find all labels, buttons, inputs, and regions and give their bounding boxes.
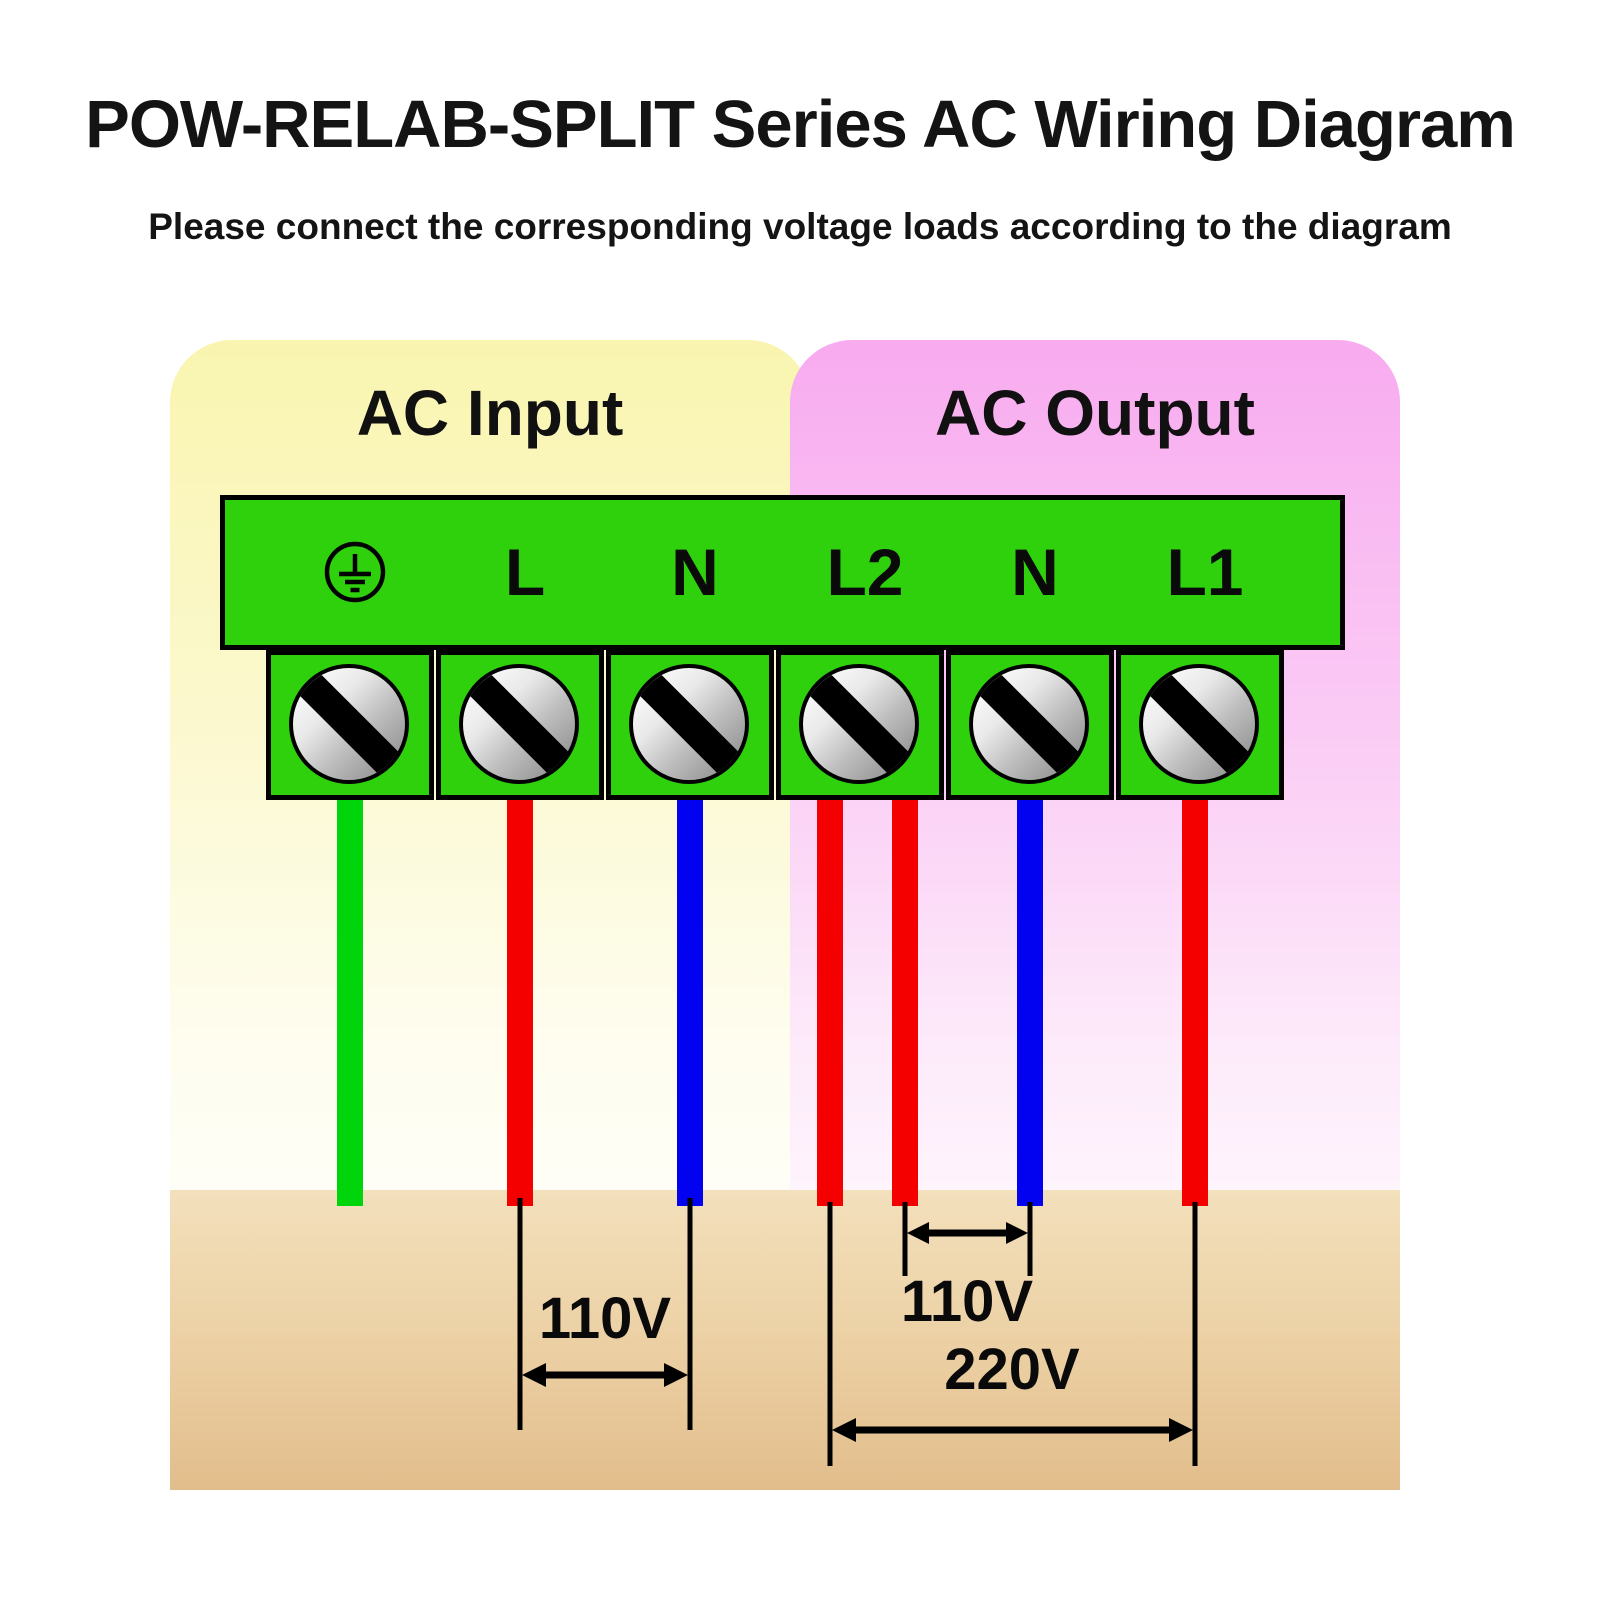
terminal-block: L N L2 N L1: [220, 495, 1345, 650]
screw-head-icon: [969, 664, 1089, 784]
screw-slot: [803, 668, 915, 780]
ac-output-label: AC Output: [935, 377, 1255, 449]
screw-head-icon: [459, 664, 579, 784]
wire-n-output: [1017, 800, 1043, 1206]
screw-slot: [463, 668, 575, 780]
terminal-screw: [946, 650, 1114, 800]
terminal-label-n-output: N: [1011, 535, 1059, 609]
screw-head-icon: [1139, 664, 1259, 784]
screw-slot: [1143, 668, 1255, 780]
screw-head-icon: [799, 664, 919, 784]
screw-slot: [633, 668, 745, 780]
terminal-label-n-input: N: [671, 535, 719, 609]
earth-ground-icon: [321, 538, 389, 606]
terminal-screw: [1116, 650, 1284, 800]
wire-ground: [337, 800, 363, 1206]
wire-l2-a: [817, 800, 843, 1206]
screw-slot: [293, 668, 405, 780]
terminal-label-l1: L1: [1166, 535, 1244, 609]
wire-n-input: [677, 800, 703, 1206]
wiring-diagram: AC Input AC Output L N L2 N L1: [170, 340, 1400, 1490]
screw-head-icon: [289, 664, 409, 784]
wire-l1: [1182, 800, 1208, 1206]
label-110v-output: 110V: [900, 1269, 1034, 1334]
ground-area: [170, 1190, 1400, 1490]
label-110v-input: 110V: [538, 1286, 672, 1351]
terminal-screw: [606, 650, 774, 800]
page-subtitle: Please connect the corresponding voltage…: [148, 206, 1452, 247]
wire-l: [507, 800, 533, 1206]
page-title: POW-RELAB-SPLIT Series AC Wiring Diagram: [85, 87, 1516, 162]
terminal-label-l2: L2: [826, 535, 904, 609]
wire-l2-b: [892, 800, 918, 1206]
terminal-screw: [776, 650, 944, 800]
terminal-screw: [266, 650, 434, 800]
terminal-screw: [436, 650, 604, 800]
terminal-label-l: L: [504, 535, 546, 609]
screw-slot: [973, 668, 1085, 780]
ac-input-label: AC Input: [356, 377, 624, 449]
screw-head-icon: [629, 664, 749, 784]
label-220v-output: 220V: [944, 1337, 1080, 1402]
